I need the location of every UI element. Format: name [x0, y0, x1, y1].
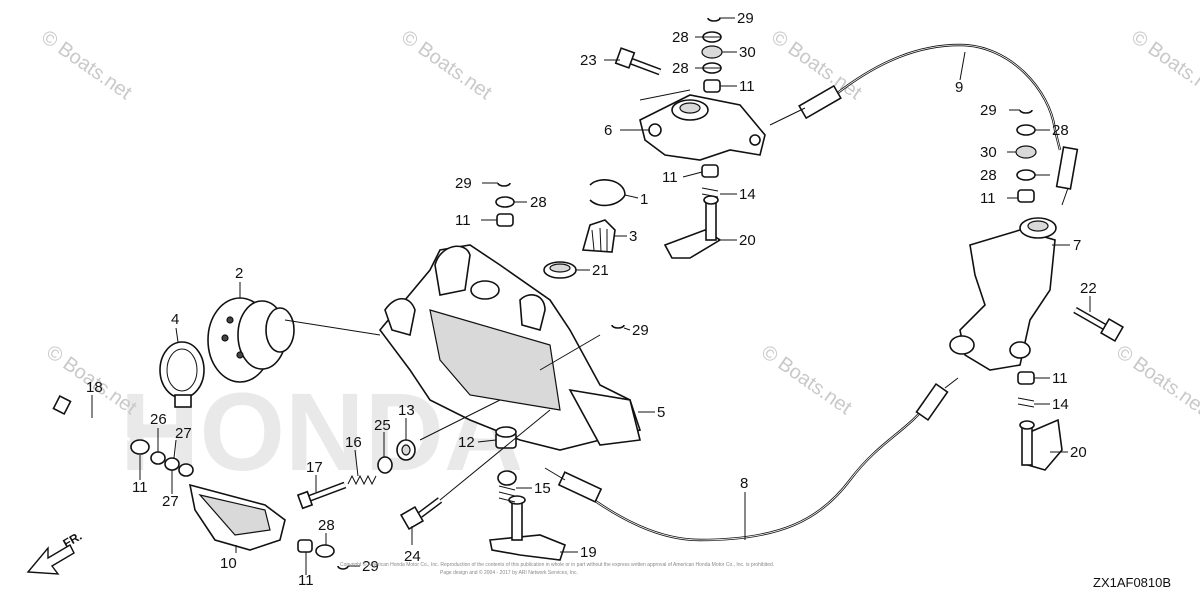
- lever-20-upper: [663, 195, 722, 259]
- callout-label: 4: [171, 311, 179, 328]
- callout-label: 26: [150, 411, 167, 428]
- cover-10: [188, 483, 286, 551]
- callout-label: 24: [404, 548, 421, 565]
- callout-label: 28: [980, 167, 997, 184]
- front-label: FR.: [61, 529, 85, 551]
- callout-label: 8: [740, 475, 748, 492]
- callout-label: 16: [345, 434, 362, 451]
- callout-label: 28: [318, 517, 335, 534]
- copyright-line-2: Page design and © 2004 - 2017 by ARI Net…: [440, 569, 578, 576]
- callout-label: 19: [580, 544, 597, 561]
- callout-label: 30: [980, 144, 997, 161]
- watermark: © Boats.net: [1112, 341, 1200, 419]
- callout-label: 3: [629, 228, 637, 245]
- bolt-24: [399, 497, 443, 531]
- callout-label: 29: [737, 10, 754, 27]
- cap-21: [543, 261, 577, 279]
- callout-label: 11: [980, 190, 996, 207]
- boot-2: [207, 297, 295, 383]
- callout-label: 30: [739, 44, 756, 61]
- callout-label: 27: [162, 493, 179, 510]
- callout-label: 11: [662, 169, 678, 186]
- callout-label: 20: [739, 232, 756, 249]
- spring-16: [347, 474, 377, 486]
- callout-label: 11: [298, 572, 314, 589]
- control-arm-7: [949, 217, 1057, 371]
- callout-label: 27: [175, 425, 192, 442]
- main-bracket: [378, 244, 642, 451]
- callout-label: 12: [458, 434, 475, 451]
- callout-label: 1: [640, 191, 648, 208]
- clip-1: [589, 179, 626, 207]
- clip-29-mid: [611, 324, 625, 329]
- callout-label: 29: [980, 102, 997, 119]
- cable-8: [544, 377, 959, 542]
- callout-label: 11: [455, 212, 471, 229]
- small-parts-bottom-left: [297, 539, 349, 570]
- front-arrow-icon: [26, 544, 75, 575]
- spring-15: [497, 470, 517, 503]
- callout-labels: 29 28 30 23 28 11 9 6 29 28 30 28 11 11 …: [86, 10, 1097, 589]
- bolt-23: [614, 47, 662, 76]
- callout-label: 22: [1080, 280, 1097, 297]
- callout-label: 15: [534, 480, 551, 497]
- callout-label: 7: [1073, 237, 1081, 254]
- bolt-22: [1073, 306, 1125, 343]
- lever-19: [489, 495, 566, 561]
- watermark: © Boats.net: [767, 26, 866, 104]
- callout-label: 28: [672, 60, 689, 77]
- callout-label: 29: [362, 558, 379, 575]
- callout-label: 11: [739, 78, 755, 95]
- small-parts-mid-stack: [495, 182, 515, 227]
- front-direction-indicator: FR.: [26, 529, 85, 575]
- leader-lines: [91, 17, 1091, 575]
- cable-9: [769, 43, 1079, 206]
- callout-label: 18: [86, 379, 103, 396]
- callout-label: 11: [132, 479, 148, 496]
- callout-label: 14: [739, 186, 756, 203]
- washer-stack-left: [130, 439, 194, 477]
- callout-label: 17: [306, 459, 323, 476]
- small-parts-center: [701, 164, 719, 198]
- callout-label: 28: [530, 194, 547, 211]
- watermark: © Boats.net: [37, 26, 136, 104]
- callout-label: 14: [1052, 396, 1069, 413]
- small-parts-right-lower: [1017, 371, 1035, 408]
- callout-label: 29: [455, 175, 472, 192]
- callout-label: 28: [1052, 122, 1069, 139]
- callout-label: 20: [1070, 444, 1087, 461]
- nut-12: [495, 426, 517, 449]
- watermark: © Boats.net: [1127, 26, 1200, 104]
- washer-25: [377, 456, 393, 474]
- small-parts-right-stack: [1015, 109, 1037, 203]
- copyright-line-1: Copyright © American Honda Motor Co., In…: [340, 561, 774, 568]
- callout-label: 28: [672, 29, 689, 46]
- collar-13: [396, 439, 416, 461]
- callout-label: 25: [374, 417, 391, 434]
- callout-label: 2: [235, 265, 243, 282]
- callout-label: 21: [592, 262, 609, 279]
- callout-label: 6: [604, 122, 612, 139]
- lever-20-right: [1019, 418, 1063, 471]
- bolt-18: [52, 394, 131, 442]
- diagram-code: ZX1AF0810B: [1093, 575, 1171, 590]
- callout-label: 5: [657, 404, 665, 421]
- callout-label: 23: [580, 52, 597, 69]
- control-arm-6: [639, 94, 766, 161]
- small-parts-top-stack: [701, 17, 723, 93]
- watermark: © Boats.net: [757, 341, 856, 419]
- grommet-3: [581, 219, 616, 253]
- callout-label: 29: [632, 322, 649, 339]
- callout-label: 9: [955, 79, 963, 96]
- callout-label: 10: [220, 555, 237, 572]
- callout-label: 13: [398, 402, 415, 419]
- clamp-4: [159, 341, 205, 408]
- watermark: © Boats.net: [397, 26, 496, 104]
- callout-label: 11: [1052, 370, 1068, 387]
- bolt-17: [296, 481, 347, 510]
